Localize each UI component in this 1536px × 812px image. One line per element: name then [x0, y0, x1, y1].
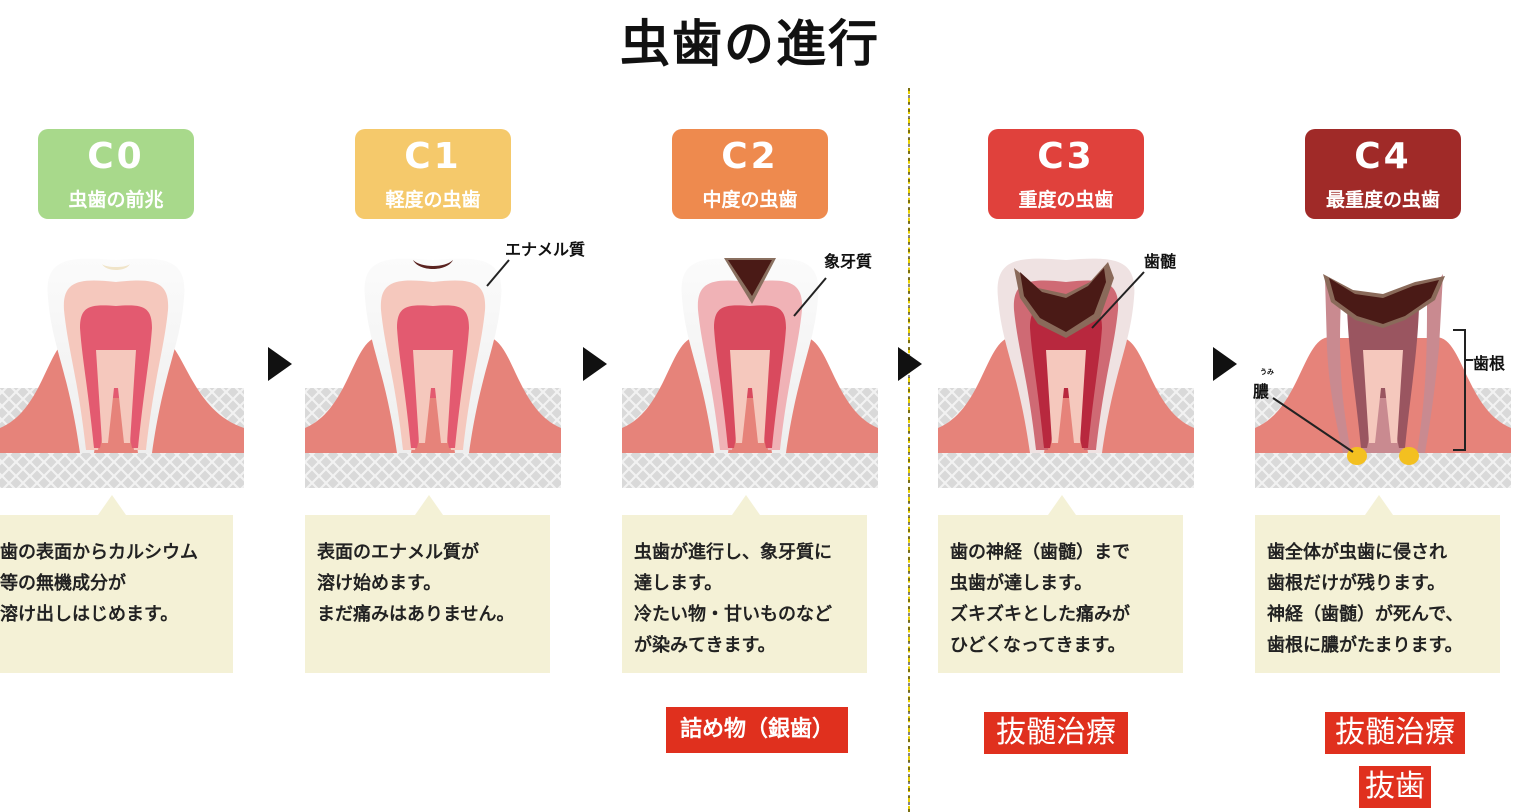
tooth-illustration-c0 [0, 258, 244, 488]
stage-description: 表面のエナメル質が 溶け始めます。 まだ痛みはありません。 [305, 495, 550, 673]
callout-pulp: 歯髄 [1144, 252, 1177, 271]
stage-code: C0 [87, 136, 145, 177]
stage-description: 歯の神経（歯髄）まで 虫歯が達します。 ズキズキとした痛みが ひどくなってきます… [938, 495, 1183, 673]
callout-root: 歯根 [1473, 354, 1506, 373]
progress-arrow-icon [898, 347, 922, 381]
callout-pus: 膿 [1253, 382, 1270, 401]
desc-line: 溶け出しはじめます。 [0, 604, 179, 625]
desc-line: 歯の神経（歯髄）まで [950, 542, 1130, 563]
treatment-extraction-label: 抜歯 [1359, 766, 1431, 808]
callout-dentin: 象牙質 [824, 252, 873, 271]
desc-line: 虫歯が達します。 [950, 573, 1093, 594]
desc-line: 溶け始めます。 [317, 573, 442, 594]
tooth-illustration-c1 [305, 258, 561, 488]
desc-line: ひどくなってきます。 [950, 635, 1126, 656]
desc-line: 等の無機成分が [0, 573, 126, 594]
callout-pus-ruby: うみ [1260, 368, 1274, 376]
stage-c4: C4 最重度の虫歯 うみ 膿 歯根 歯全体が虫歯に侵され 歯根だけが残ります。 … [1253, 0, 1511, 812]
desc-line: ズキズキとした痛みが [950, 604, 1130, 625]
stage-description: 歯の表面からカルシウム 等の無機成分が 溶け出しはじめます。 [0, 495, 233, 673]
stage-name: 最重度の虫歯 [1325, 189, 1440, 211]
stage-name: 軽度の虫歯 [385, 189, 481, 211]
stage-c2: C2 中度の虫歯 象牙質 虫歯が進行し、象牙質に 達します。 冷たい物・甘いもの… [622, 0, 878, 812]
desc-line: 神経（歯髄）が死んで、 [1267, 604, 1464, 625]
desc-line: 歯根だけが残ります。 [1267, 573, 1446, 594]
treatment-pulpectomy-label: 抜髄治療 [984, 712, 1128, 754]
desc-line: 表面のエナメル質が [317, 542, 479, 563]
callout-enamel: エナメル質 [505, 240, 586, 259]
stage-code: C4 [1354, 136, 1412, 177]
stage-badge-c3: C3 重度の虫歯 [988, 129, 1144, 219]
desc-line: 歯根に膿がたまります。 [1267, 635, 1463, 656]
stage-code: C3 [1037, 136, 1095, 177]
progress-arrow-icon [583, 347, 607, 381]
tooth-illustration-c3 [938, 258, 1194, 488]
stage-c1: C1 軽度の虫歯 エナメル質 表面のエナメル質が 溶け始めます。 まだ痛みはあり… [305, 0, 585, 812]
stage-badge-c4: C4 最重度の虫歯 [1305, 129, 1461, 219]
tooth-illustration-c4 [1255, 274, 1511, 488]
stage-badge-c2: C2 中度の虫歯 [672, 129, 828, 219]
desc-line: 冷たい物・甘いものなど [634, 604, 832, 625]
desc-line: が染みてきます。 [634, 635, 776, 656]
stage-badge-c0: C0 虫歯の前兆 [38, 129, 194, 219]
desc-line: 虫歯が進行し、象牙質に [634, 542, 832, 563]
stage-description: 歯全体が虫歯に侵され 歯根だけが残ります。 神経（歯髄）が死んで、 歯根に膿がた… [1255, 495, 1500, 673]
desc-line: 達します。 [634, 573, 723, 594]
stage-code: C2 [721, 136, 779, 177]
treatment-pulpectomy-label: 抜髄治療 [1325, 712, 1465, 754]
severity-divider [908, 88, 910, 812]
stage-description: 虫歯が進行し、象牙質に 達します。 冷たい物・甘いものなど が染みてきます。 [622, 495, 867, 673]
stage-name: 虫歯の前兆 [68, 189, 164, 211]
stage-badge-c1: C1 軽度の虫歯 [355, 129, 511, 219]
tooth-illustration-c2 [622, 258, 878, 488]
desc-line: まだ痛みはありません。 [317, 604, 515, 625]
stage-name: 重度の虫歯 [1018, 189, 1114, 211]
stage-name: 中度の虫歯 [702, 189, 798, 211]
stage-code: C1 [404, 136, 462, 177]
stage-c0: C0 虫歯の前兆 歯の表面からカルシウム 等の無機成分が 溶け出しはじめます。 [0, 0, 244, 812]
treatment-filling-label: 詰め物（銀歯） [666, 707, 848, 753]
progress-arrow-icon [1213, 347, 1237, 381]
progress-arrow-icon [268, 347, 292, 381]
page-title: 虫歯の進行 [620, 15, 880, 73]
desc-line: 歯の表面からカルシウム [0, 542, 198, 563]
stage-c3: C3 重度の虫歯 歯髄 歯の神経（歯髄）まで 虫歯が達します。 ズキズキとした痛… [938, 0, 1194, 812]
desc-line: 歯全体が虫歯に侵され [1267, 542, 1447, 563]
